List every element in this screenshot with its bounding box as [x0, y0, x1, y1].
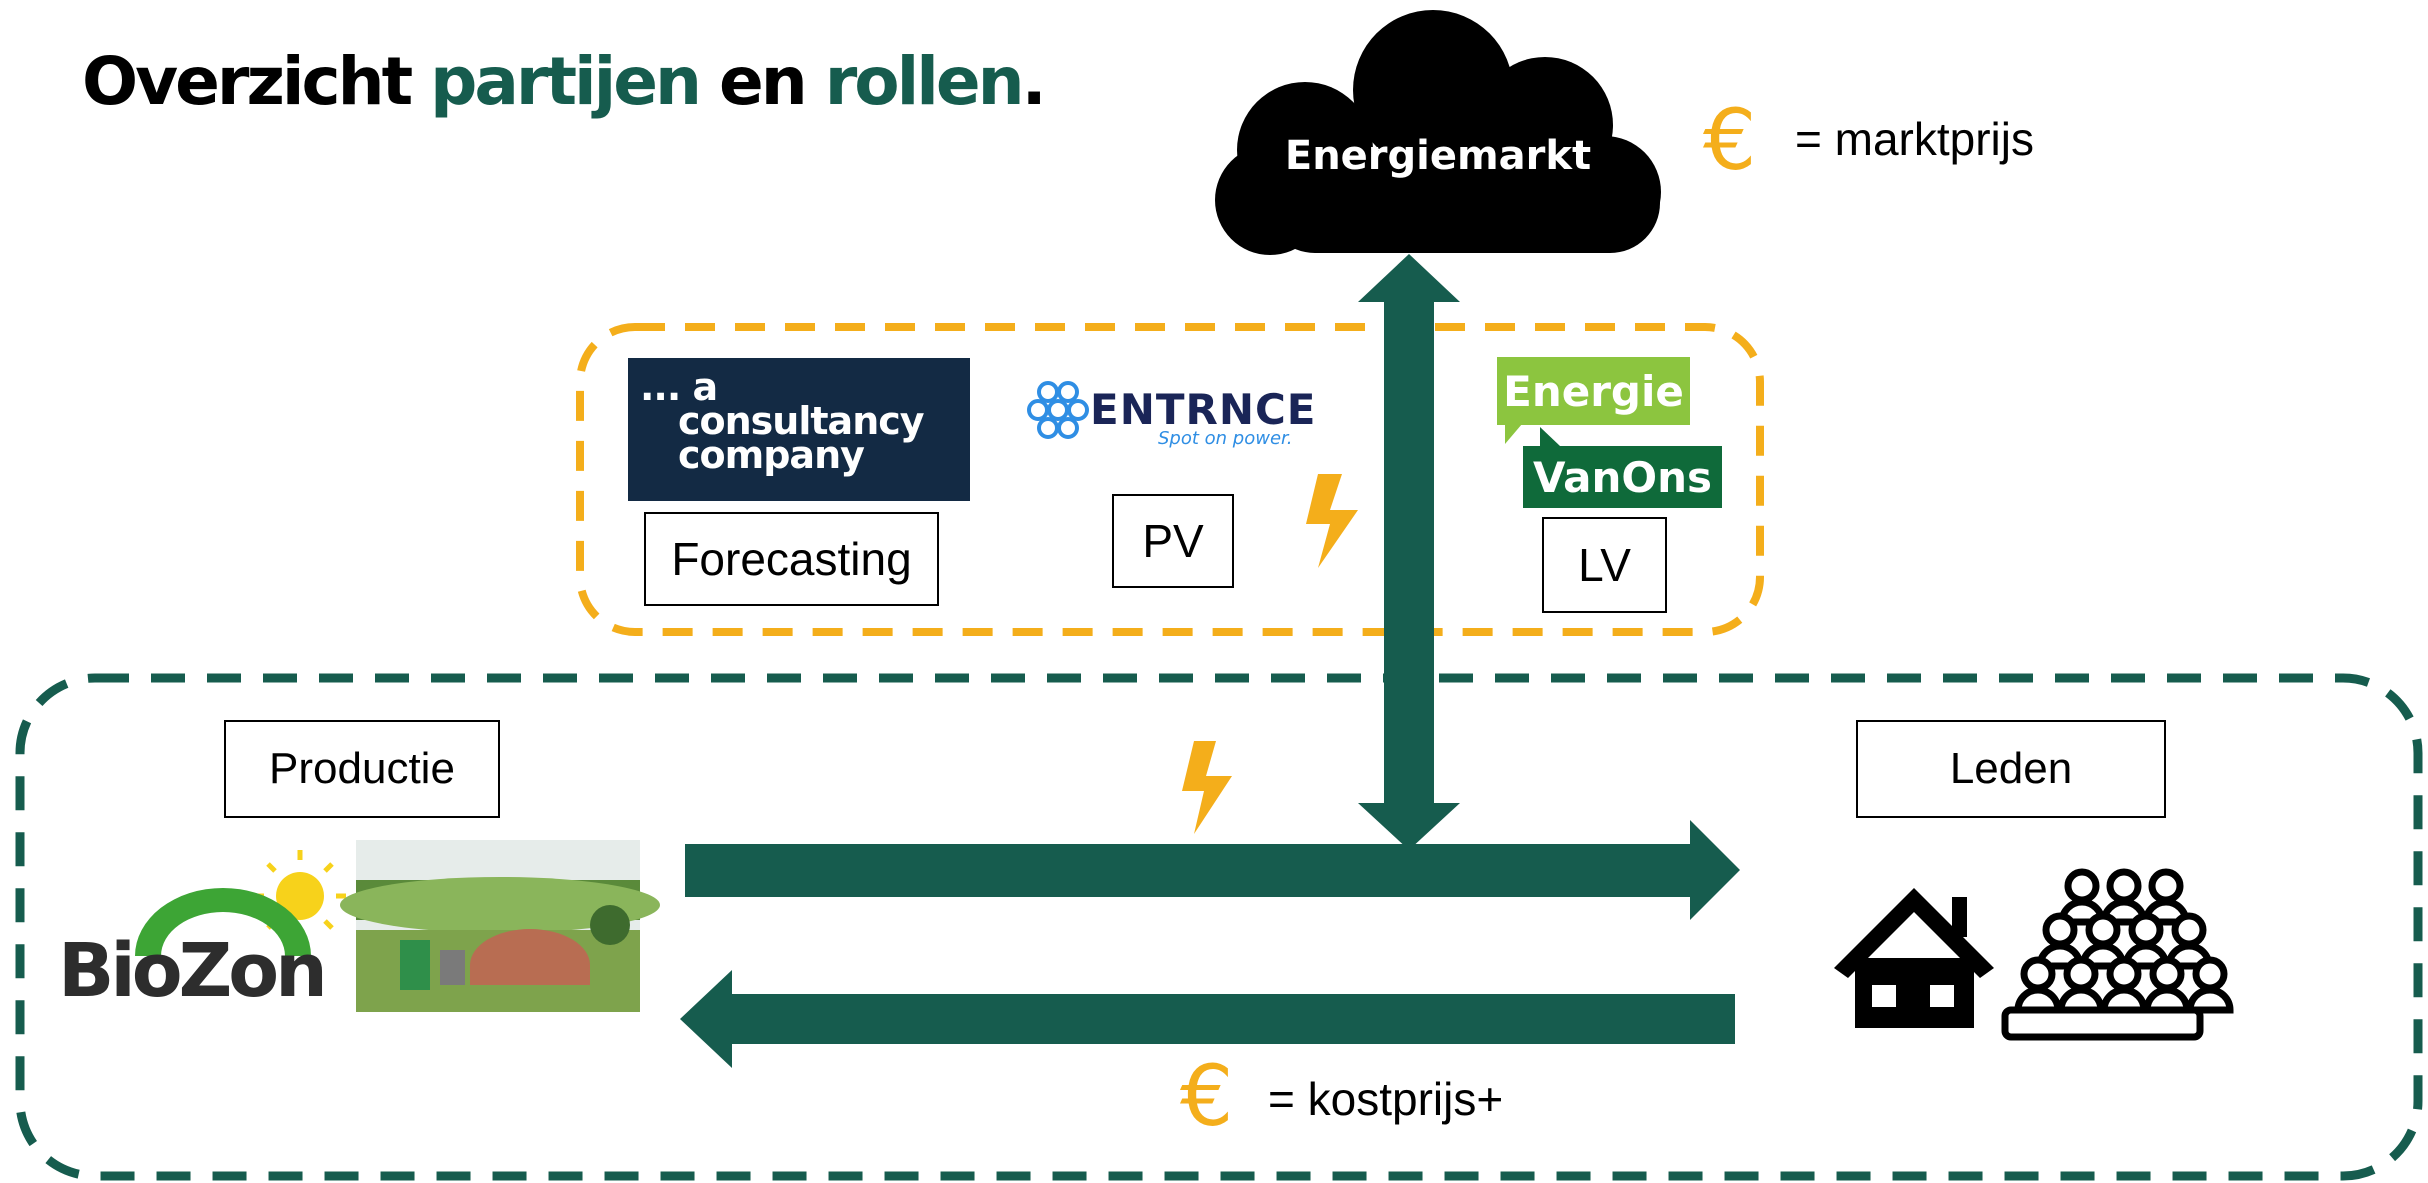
community-frame: [15, 673, 2423, 1181]
lv-role-box: LV: [1542, 517, 1667, 613]
house-icon: [1834, 888, 1994, 1028]
energy-market-label: Energiemarkt: [1284, 133, 1592, 179]
market-price-note: = marktprijs: [1795, 113, 2034, 165]
euro-icon: €: [1703, 91, 1757, 189]
energievanons-logo-top: Energie: [1497, 357, 1690, 425]
partners-frame: [576, 323, 1764, 636]
people-group-icon: [2001, 868, 2234, 1041]
lightning-icon: [1182, 741, 1232, 834]
biozon-arc: [135, 888, 311, 956]
cloud-icon: [1215, 10, 1661, 255]
members-label-box: Leden: [1856, 720, 2166, 818]
energy-flow-arrow: [685, 820, 1740, 920]
forecasting-role-box: Forecasting: [644, 512, 939, 606]
pv-role-box: PV: [1112, 494, 1234, 588]
energievanons-logo-bottom: VanOns: [1523, 446, 1722, 508]
entrnce-tagline: Spot on power.: [1158, 428, 1293, 449]
euro-icon: €: [1180, 1047, 1234, 1145]
cost-price-note: = kostprijs+: [1268, 1073, 1504, 1125]
farm-photo: [340, 840, 660, 1012]
consultancy-logo: ... a consultancy company: [628, 358, 970, 501]
market-exchange-arrow: [1358, 254, 1460, 850]
entrnce-logo-word: ENTRNCE: [1090, 385, 1317, 434]
money-flow-arrow: [680, 970, 1735, 1068]
production-label-box: Productie: [224, 720, 500, 818]
page-title: Overzicht partijen en rollen.: [82, 43, 1047, 120]
biozon-logo: BioZon: [58, 928, 328, 1014]
lightning-icon: [1306, 474, 1358, 568]
entrnce-logo-icon: [1027, 381, 1089, 439]
